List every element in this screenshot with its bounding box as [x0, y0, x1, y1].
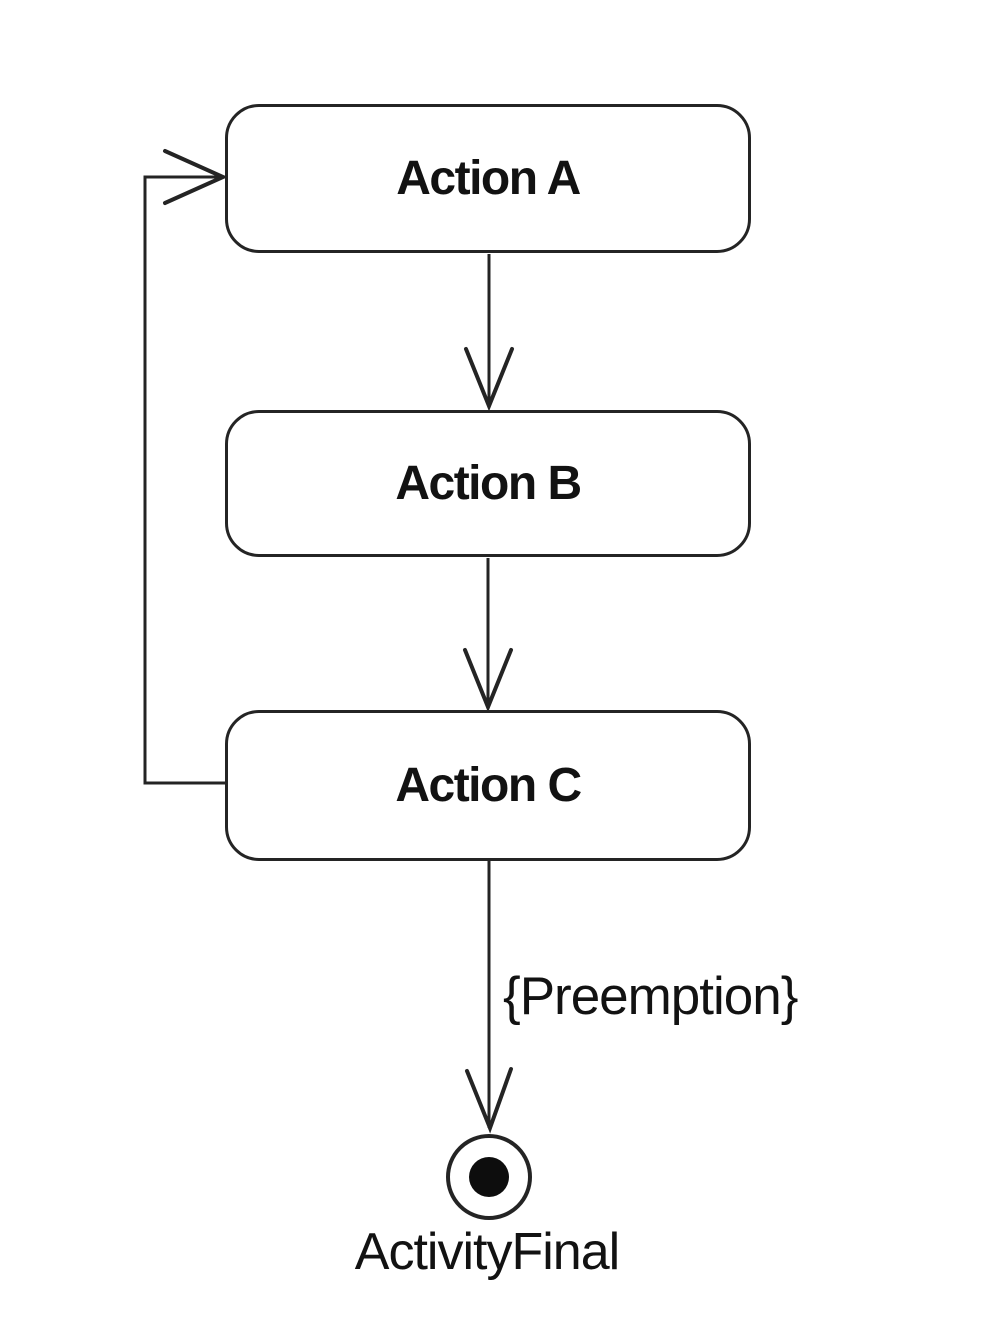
action-node-a: Action A: [225, 104, 751, 253]
edge-action-b-to-action-c: [463, 558, 513, 713]
arrowhead-down-icon: [465, 1067, 513, 1134]
activity-final-inner-dot: [469, 1157, 509, 1197]
action-b-label: Action B: [395, 457, 582, 510]
edge-action-c-to-action-a-loop: [143, 149, 228, 785]
loop-back-line: [143, 175, 226, 785]
action-a-label: Action A: [396, 152, 581, 205]
activity-final-node: [446, 1134, 532, 1220]
arrowhead-right-icon: [163, 149, 228, 205]
edge-action-c-to-activity-final: [465, 861, 513, 1134]
arrowhead-down-icon: [463, 648, 513, 713]
activity-final-label: ActivityFinal: [354, 1223, 620, 1281]
action-c-label: Action C: [395, 759, 582, 812]
edge-action-a-to-action-b: [464, 254, 514, 412]
preemption-guard-label: {Preemption}: [503, 967, 798, 1026]
action-node-c: Action C: [225, 710, 751, 861]
action-node-b: Action B: [225, 410, 751, 557]
arrowhead-down-icon: [464, 347, 514, 412]
